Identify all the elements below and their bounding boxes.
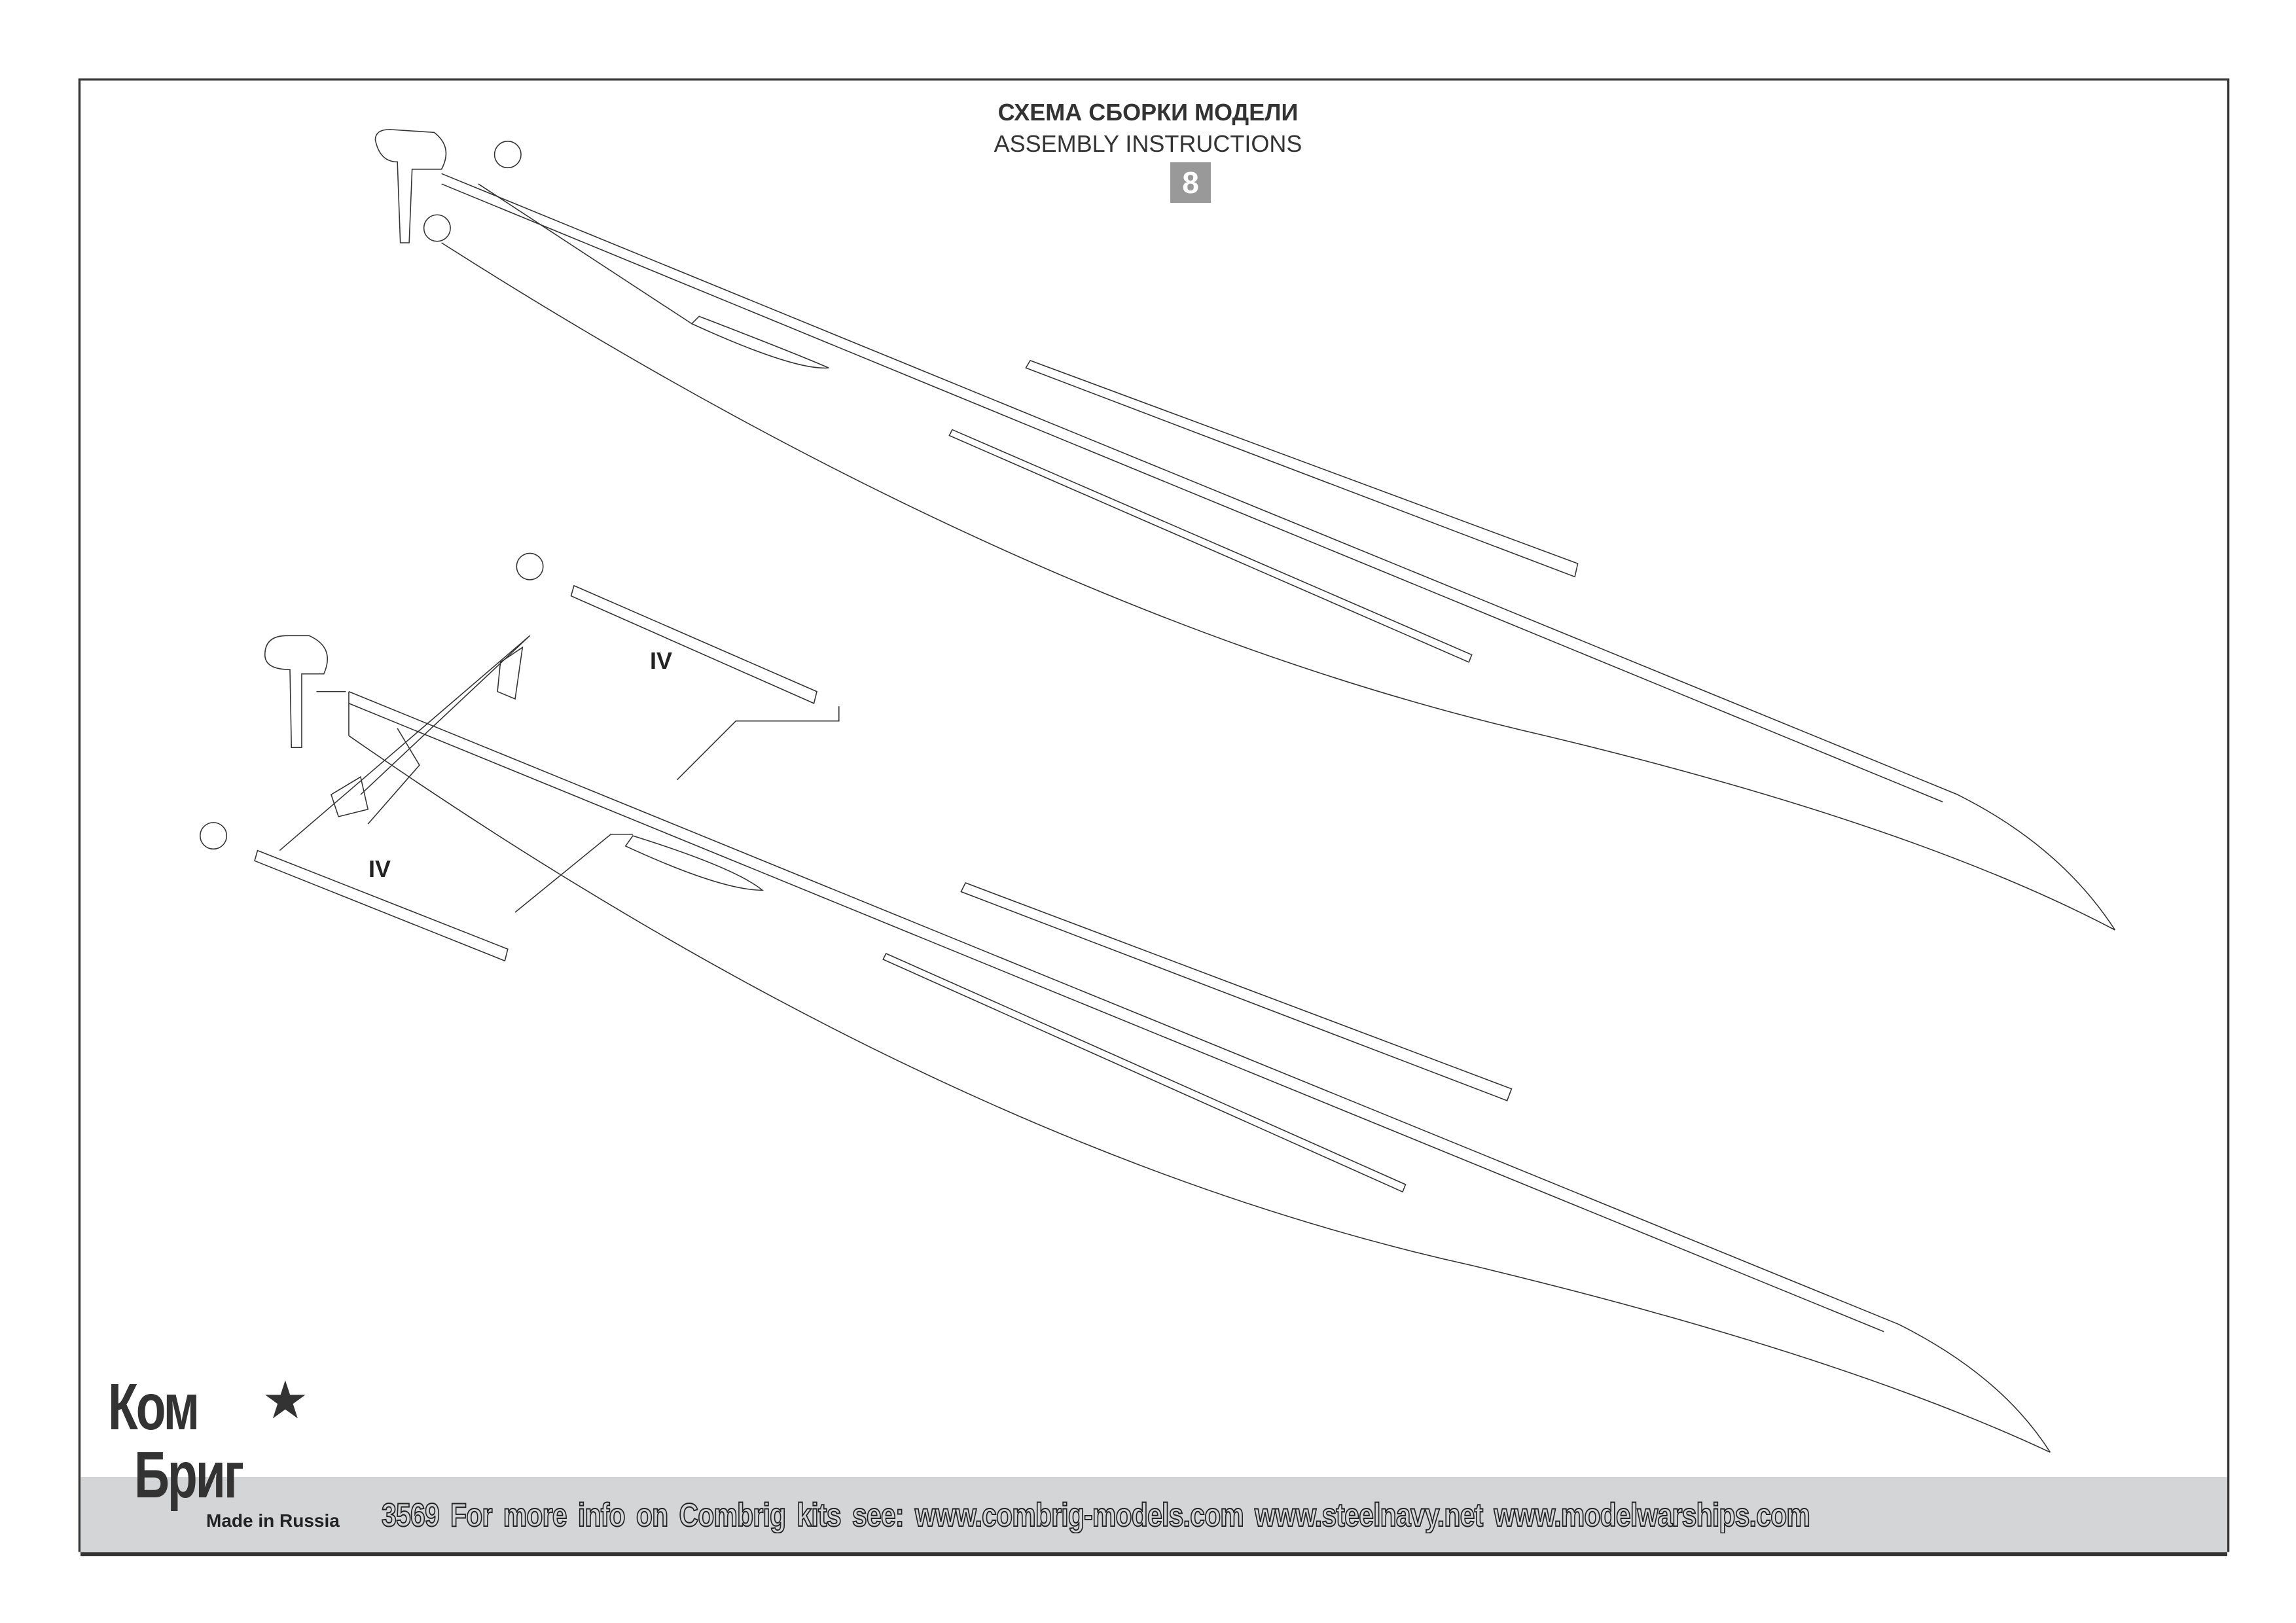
logo-line1: Ком [108,1370,200,1444]
part-label-lower: IV [368,855,391,882]
hull-exploded [200,552,2051,1453]
bracket-part [331,776,369,817]
propeller-icon [493,141,522,169]
made-in-russia: Made in Russia [206,1510,340,1531]
page-frame [78,78,2230,1552]
title-english: ASSEMBLY INSTRUCTIONS [994,130,1302,157]
shaft-part [570,584,817,704]
propeller-icon [200,822,228,850]
logo-line2: Бриг [134,1438,244,1512]
step-number-badge: 8 [1170,162,1211,203]
footer-info-text: 3569 For more info on Combrig kits see: … [381,1496,1810,1534]
footer-band: 3569 For more info on Combrig kits see: … [81,1477,2227,1556]
rudder-icon [374,129,447,243]
propeller-icon [423,214,451,242]
title-russian: СХЕМА СБОРКИ МОДЕЛИ [997,99,1299,126]
star-icon: ★ [262,1371,309,1429]
rudder-icon [264,635,329,748]
propeller-icon [516,552,544,580]
bracket-part [497,646,524,700]
hull-assembled [374,129,2116,931]
shaft-part [254,849,509,962]
part-label-upper: IV [650,647,673,674]
combrig-logo: Ком Бриг ★ Made in Russia [108,1374,363,1544]
